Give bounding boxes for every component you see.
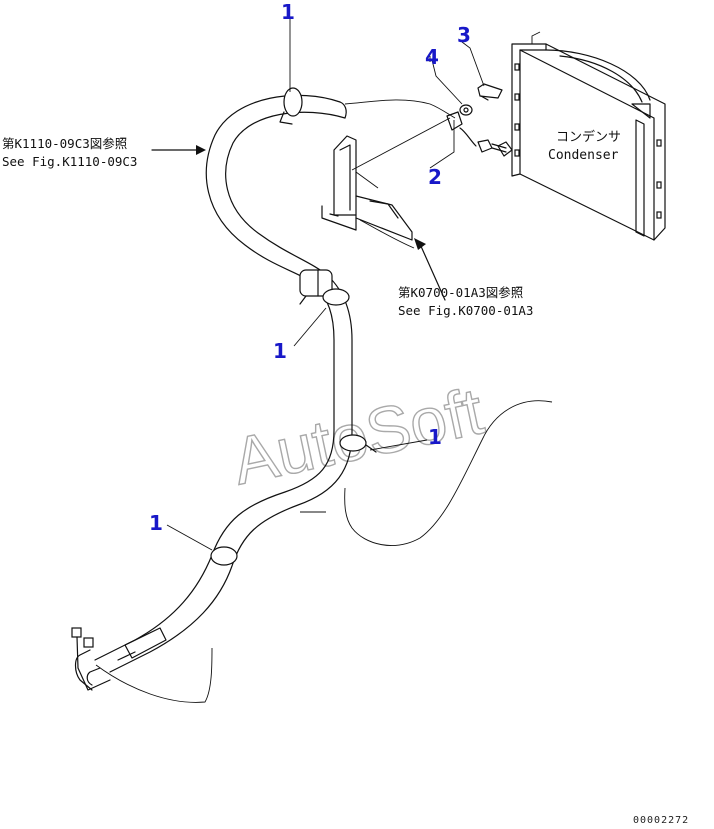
condenser-label-jp: コンデンサ — [556, 129, 621, 145]
bolt-and-washer — [429, 56, 503, 116]
fitting-nut-a — [71, 627, 82, 638]
left-ref-en: See Fig.K1110-09C3 — [2, 154, 137, 169]
condenser-unit: コンデンサ Condenser — [477, 31, 666, 241]
clamp-upper-mid — [299, 269, 333, 297]
condenser-hole-2 — [514, 93, 520, 101]
left-ref-jp: 第K1110-09C3図参照 — [2, 136, 127, 151]
contour-lines — [300, 400, 553, 546]
callout-3-bolt: 3 — [457, 23, 471, 47]
callout-1-mid-right: 1 — [428, 425, 442, 449]
condenser-hole-6 — [656, 181, 662, 189]
bracket-assembly — [321, 111, 477, 301]
callout-1-top: 1 — [281, 0, 295, 24]
clamp-mid-right — [339, 434, 367, 452]
callout-1-upper-mid: 1 — [273, 339, 287, 363]
fitting-nut-b — [83, 637, 94, 648]
right-ref-en: See Fig.K0700-01A3 — [398, 303, 533, 318]
callout-leaders — [166, 18, 485, 551]
condenser-hole-3 — [514, 123, 520, 131]
condenser-hole-1 — [514, 63, 520, 71]
condenser-label-en: Condenser — [548, 148, 619, 163]
callout-2-bracket: 2 — [428, 165, 442, 189]
clamp-lower-left — [210, 546, 238, 566]
right-ref-jp: 第K0700-01A3図参照 — [398, 285, 523, 300]
clamp-ring-mid — [322, 288, 350, 306]
washer-hole — [463, 107, 469, 113]
condenser-hole-5 — [656, 139, 662, 147]
condenser-hole-7 — [656, 211, 662, 219]
callout-1-lower-left: 1 — [149, 511, 163, 535]
condenser-hole-4 — [514, 149, 520, 157]
left-ref-arrowhead — [196, 145, 206, 155]
hose-clamps — [210, 87, 377, 566]
callout-4-washer: 4 — [425, 45, 439, 69]
drawing-code: 00002272 — [633, 815, 689, 826]
clamp-top — [283, 87, 303, 117]
